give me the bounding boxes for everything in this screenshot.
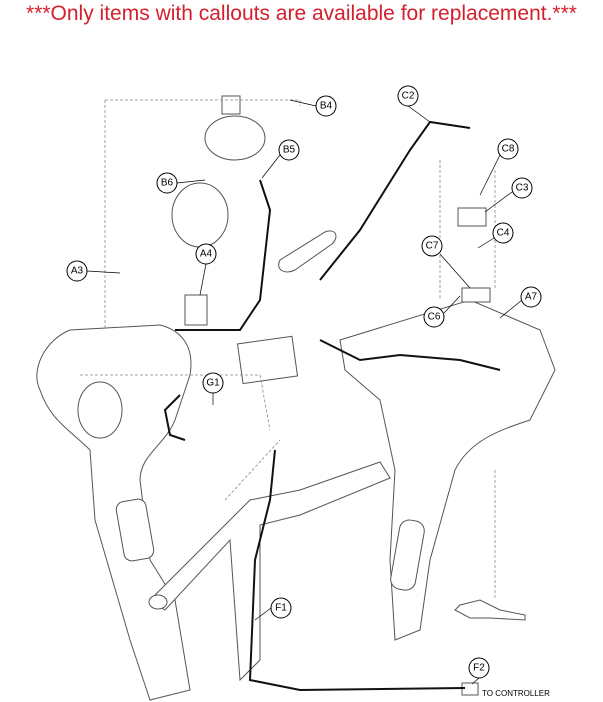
bracket-c3	[457, 207, 487, 227]
svg-text:B5: B5	[283, 145, 296, 156]
connector-a4	[184, 294, 208, 326]
left-console-opening	[77, 381, 123, 439]
callout-c4: C4	[492, 222, 514, 244]
tube-end	[148, 594, 168, 610]
svg-text:A7: A7	[525, 292, 538, 303]
callout-b6: B6	[156, 172, 178, 194]
callout-c2: C2	[397, 85, 419, 107]
callout-c8: C8	[497, 138, 519, 160]
callout-c3: C3	[511, 177, 533, 199]
svg-text:C6: C6	[428, 312, 441, 323]
wire-harness	[319, 339, 501, 371]
svg-text:G1: G1	[206, 378, 220, 389]
svg-text:A4: A4	[200, 249, 213, 260]
bracket-c7	[461, 287, 491, 303]
right-console-housing	[339, 299, 556, 641]
wire-c2	[319, 120, 471, 281]
svg-text:B6: B6	[161, 178, 174, 189]
handlebar-tube	[149, 461, 391, 682]
right-console-slot	[390, 519, 425, 591]
svg-text:F1: F1	[275, 603, 287, 614]
callout-a3: A3	[66, 260, 88, 282]
left-console-housing	[36, 324, 192, 701]
availability-banner: ***Only items with callouts are availabl…	[26, 2, 577, 25]
tiller-knob	[454, 599, 526, 621]
wire-g1	[163, 394, 186, 441]
callout-f1: F1	[270, 597, 292, 619]
speaker-body	[171, 182, 229, 248]
callout-b5: B5	[278, 139, 300, 161]
callout-g1: G1	[202, 372, 224, 394]
svg-text:A3: A3	[71, 266, 84, 277]
left-console-slot	[115, 498, 155, 562]
svg-text:C4: C4	[497, 228, 510, 239]
bracket	[221, 95, 241, 115]
wire-b5	[175, 179, 272, 331]
circuit-board	[236, 335, 299, 385]
callout-a7: A7	[520, 286, 542, 308]
wire-f1	[248, 449, 466, 692]
svg-text:F2: F2	[473, 663, 485, 674]
svg-text:C2: C2	[402, 91, 415, 102]
svg-text:C3: C3	[516, 183, 529, 194]
callout-c6: C6	[423, 306, 445, 328]
speaker-top	[204, 115, 266, 161]
throttle-lever	[278, 230, 337, 273]
callout-c7: C7	[421, 235, 443, 257]
svg-text:B4: B4	[320, 101, 333, 112]
to-controller-note: TO CONTROLLER	[482, 689, 550, 698]
callout-f2: F2	[468, 657, 490, 679]
callout-b4: B4	[315, 95, 337, 117]
svg-text:C7: C7	[426, 241, 439, 252]
callout-a4: A4	[195, 243, 217, 265]
svg-text:C8: C8	[502, 144, 515, 155]
